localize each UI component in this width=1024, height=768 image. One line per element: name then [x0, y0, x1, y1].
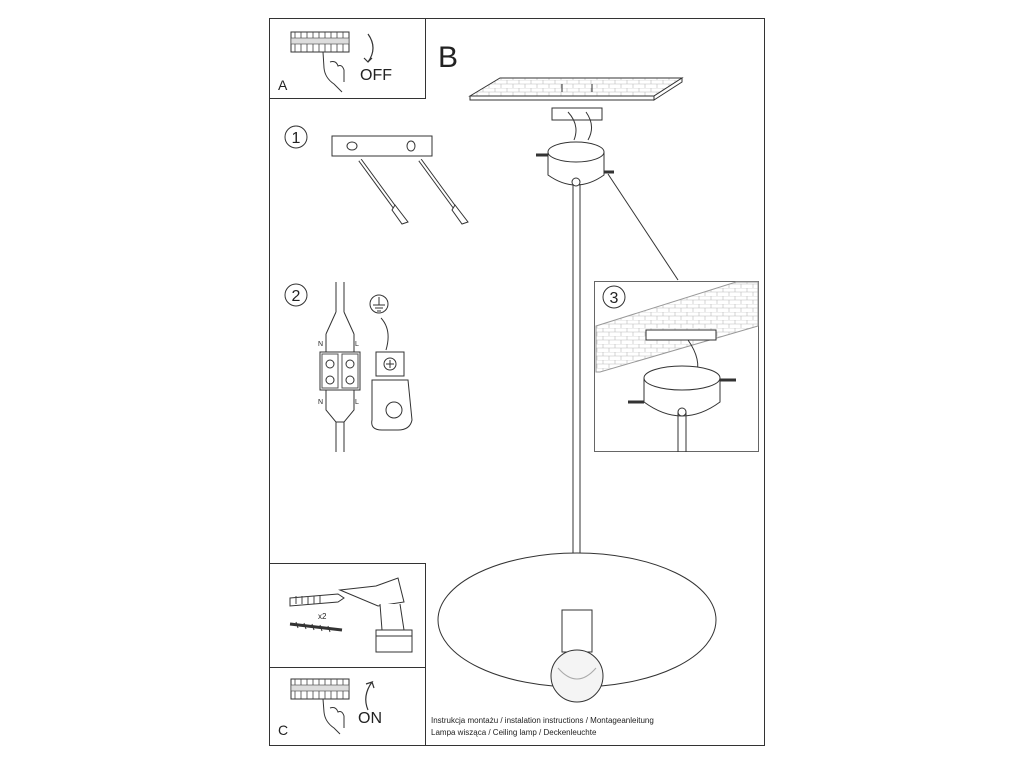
- arrow-up-icon: [365, 680, 375, 711]
- detail-leader-line: [607, 173, 679, 281]
- step-2-marker: [284, 283, 308, 307]
- panel-b-letter: B: [438, 41, 458, 74]
- breaker-box-icon: [290, 678, 350, 700]
- footer: Instrukcja montażu / instalation instruc…: [431, 715, 654, 739]
- ceiling-plate: [468, 77, 684, 101]
- footer-line-1: Instrukcja montażu / instalation instruc…: [431, 716, 654, 725]
- ground-terminal-icon: [371, 317, 413, 431]
- suspension-cable: [572, 184, 581, 556]
- hand-icon: [322, 698, 345, 735]
- arrow-down-icon: [363, 33, 374, 63]
- drill-icon: [338, 577, 413, 653]
- step-1-marker: [284, 125, 308, 149]
- screw-anchor-icon: [358, 158, 469, 225]
- terminal-bottom-n: N: [318, 399, 323, 406]
- light-bulb-icon: [550, 649, 604, 703]
- detail-canopy: [628, 365, 736, 452]
- terminal-top-n: N: [318, 341, 323, 348]
- terminal-top-l: L: [355, 341, 359, 348]
- ground-symbol-icon: [369, 294, 389, 314]
- panel-a-letter: A: [278, 77, 288, 93]
- breaker-box-icon: [290, 31, 350, 53]
- terminal-bottom-l: L: [355, 399, 359, 406]
- on-label: ON: [358, 710, 382, 727]
- terminal-block-icon: [319, 282, 361, 452]
- step-3-number: 3: [610, 290, 619, 307]
- panel-c-letter: C: [278, 722, 289, 738]
- mounting-bracket-icon: [331, 135, 433, 157]
- anchor-quantity: x2: [318, 612, 327, 621]
- screw-icon: [289, 621, 343, 633]
- step-1-number: 1: [292, 130, 301, 147]
- step-2-number: 2: [292, 288, 301, 305]
- footer-line-2: Lampa wisząca / Ceiling lamp / Deckenleu…: [431, 728, 597, 737]
- bulb-holder: [561, 609, 593, 653]
- step-3-marker: [602, 285, 626, 309]
- off-label: OFF: [360, 67, 392, 84]
- canopy: [536, 107, 614, 187]
- instruction-sheet-frame: [269, 18, 765, 746]
- hand-icon: [322, 51, 345, 93]
- wall-anchor-icon: [289, 593, 345, 607]
